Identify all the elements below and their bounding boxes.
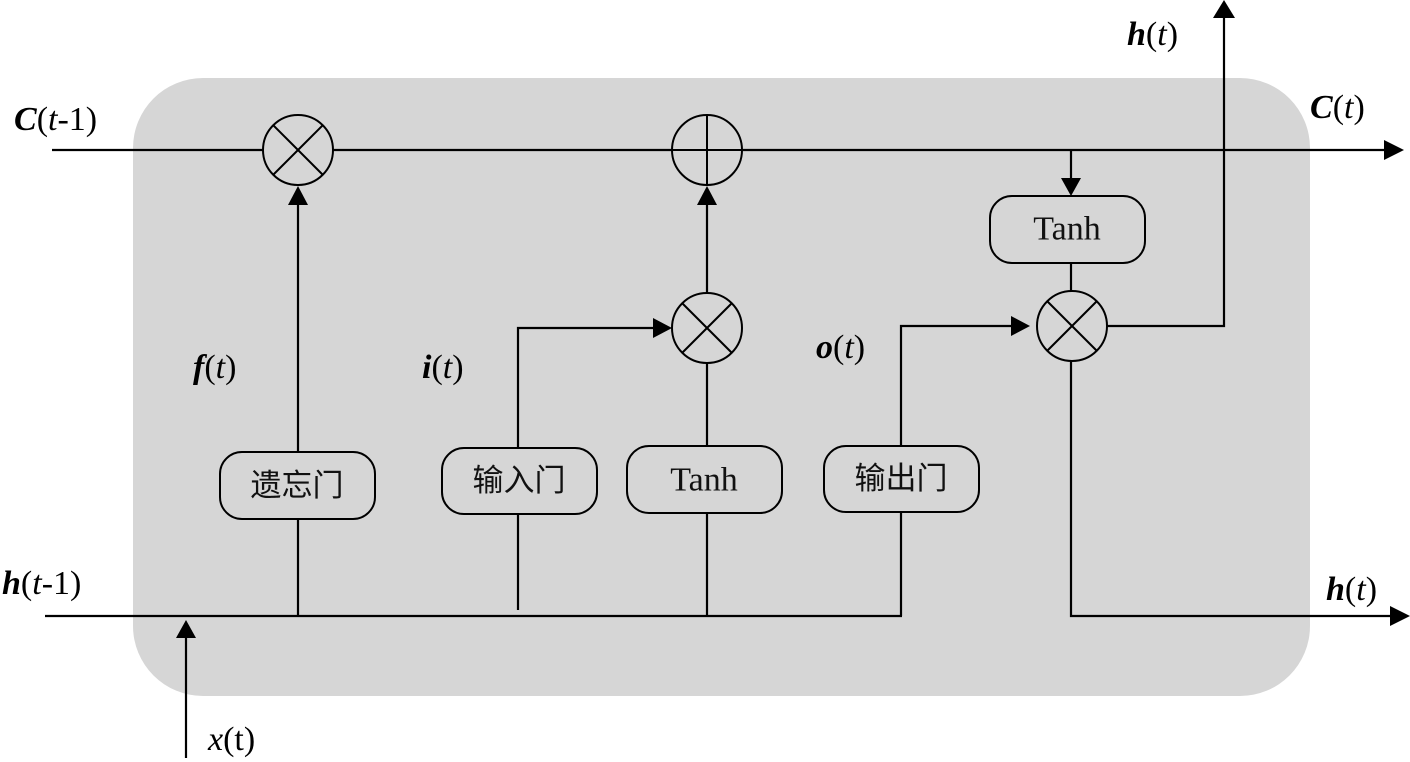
output-gate-arrow xyxy=(1011,316,1030,336)
input-gate-block: 输入门 xyxy=(441,447,598,515)
cell-state-output-arrow xyxy=(1384,140,1404,160)
output-gate-block: 输出门 xyxy=(823,445,980,513)
input-gate-output-line xyxy=(516,326,654,448)
label-h-out-top: h(t) xyxy=(1127,16,1178,53)
forget-multiply-node xyxy=(262,114,334,186)
forget-gate-block: 遗忘门 xyxy=(219,451,376,520)
candidate-tanh-label: Tanh xyxy=(670,462,738,499)
hidden-output-right-line xyxy=(1069,361,1392,618)
label-h-prev: h(t-1) xyxy=(2,565,81,602)
label-h-out-right: h(t) xyxy=(1326,571,1377,608)
cell-to-tanh-arrow xyxy=(1061,178,1081,196)
forget-gate-label: 遗忘门 xyxy=(251,468,344,504)
label-o-gate: o(t) xyxy=(816,329,865,366)
hidden-output-up-arrow xyxy=(1213,0,1235,18)
output-multiply-node xyxy=(1036,290,1108,362)
input-product-arrow xyxy=(697,186,717,205)
forget-gate-arrow xyxy=(288,186,308,205)
label-f-gate: f(t) xyxy=(193,349,236,386)
input-gate-label: 输入门 xyxy=(473,463,566,499)
output-gate-label: 输出门 xyxy=(855,461,948,497)
candidate-tanh-block: Tanh xyxy=(626,445,783,514)
hidden-output-up-line xyxy=(1107,14,1226,328)
label-c-prev: C(t-1) xyxy=(14,101,97,138)
cell-tanh-label: Tanh xyxy=(1033,211,1101,248)
cell-tanh-block: Tanh xyxy=(989,195,1146,264)
label-c-next: C(t) xyxy=(1310,89,1365,126)
output-gate-output-line xyxy=(899,324,1012,446)
cell-add-node xyxy=(671,114,743,186)
hidden-output-right-arrow xyxy=(1390,606,1410,626)
input-gate-arrow xyxy=(653,318,672,338)
label-x-input: x(t) xyxy=(207,721,255,758)
input-x-arrow xyxy=(176,620,196,638)
input-multiply-node xyxy=(671,292,743,364)
label-i-gate: i(t) xyxy=(422,349,464,386)
